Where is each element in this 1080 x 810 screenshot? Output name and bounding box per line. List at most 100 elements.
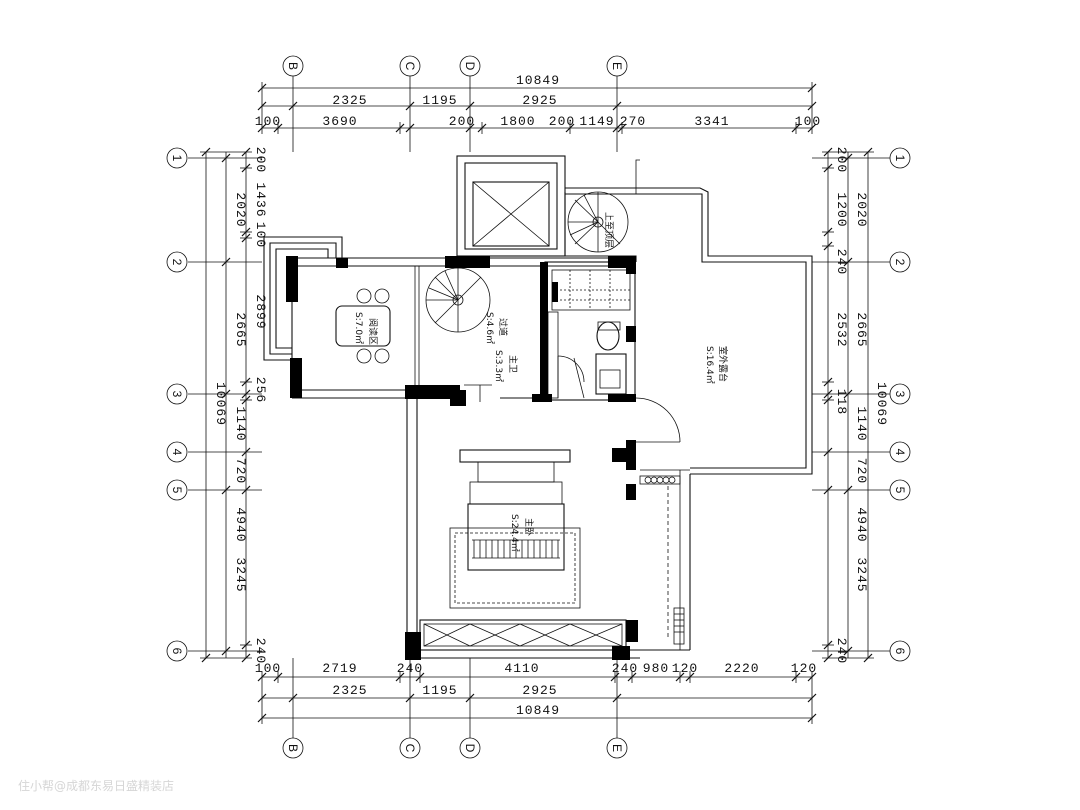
axis-1-right: 1 [893,155,907,162]
row-bubbles-left: 1 2 3 4 5 6 [166,147,188,662]
row-grid-lines [188,157,890,652]
axis-1-left: 1 [170,155,184,162]
axis-e-bottom: E [610,744,624,752]
dim-right-inner-1: 200 [834,147,849,173]
dim-right-outer-2: 2665 [854,312,869,347]
axis-3-right: 3 [893,391,907,398]
reading-table [335,305,391,347]
dim-left-inner-5: 256 [253,377,268,403]
dim-right-outer-1: 2020 [854,192,869,227]
axis-b-top: B [286,62,300,70]
dim-top-inner-9: 100 [795,114,821,129]
toilet [596,321,620,351]
axis-6-right: 6 [893,648,907,655]
axis-5-right: 5 [893,487,907,494]
dim-bottom-inner-4: 4110 [504,661,539,676]
reading-chair [356,288,372,304]
dim-left-outer-2: 2665 [233,312,248,347]
dim-bottom-inner-6: 980 [643,661,669,676]
terrace-door-swing [635,397,681,443]
wall-outlines: 上至顶层 [263,155,813,659]
room-bath-name: 主卫 [507,355,519,373]
left-dimension-chains [200,151,252,659]
column-bubbles-bottom: B C D E [282,737,628,759]
room-labels: 阅读区 S:7.0㎡ 过道 S:4.6㎡ 主卫 S:3.3㎡ 室外露台 S:16… [353,312,729,552]
dim-left-outer-4: 4940 [233,507,248,542]
dim-left-inner-3: 100 [253,222,268,248]
axis-6-left: 6 [170,648,184,655]
bed-headboard [459,449,571,463]
dim-left-outer-3: 10069 [213,382,228,426]
dim-left-outer-5: 3245 [233,557,248,592]
axis-2-left: 2 [170,259,184,266]
room-terrace-area: S:16.4㎡ [704,346,715,384]
dim-bottom-mid-3: 2925 [522,683,557,698]
dim-right-inner-4: 2532 [834,312,849,347]
axis-2-right: 2 [893,259,907,266]
dim-bottom-total: 10849 [516,703,560,718]
left-dimension-ticks [201,147,251,663]
axis-e-top: E [610,62,624,70]
axis-d-bottom: D [463,744,477,753]
dim-right-inner-8: 240 [834,638,849,664]
room-bath-area: S:3.3㎡ [493,350,504,382]
solid-columns [286,256,638,660]
dim-bottom-inner-9: 120 [791,661,817,676]
dim-bottom-inner-5: 240 [612,661,638,676]
dim-top-inner-8: 3341 [694,114,729,129]
dim-top-inner-1: 100 [255,114,281,129]
room-bedroom-area: S:24.4㎡ [509,514,520,552]
axis-d-top: D [463,62,477,71]
dim-right-inner-6: 1140 [854,406,869,441]
top-dimension-chains [261,82,813,134]
dim-left-inner-7: 720 [233,458,248,484]
room-walkway-area: S:4.6㎡ [484,312,495,344]
room-terrace-name: 室外露台 [717,346,729,382]
dim-right-inner-5: 118 [834,389,849,415]
axis-5-left: 5 [170,487,184,494]
dim-left-inner-6: 1140 [233,406,248,441]
room-reading-name: 阅读区 [367,318,379,345]
bottom-dimension-chains [261,671,813,724]
row-bubbles-right: 1 2 3 4 5 6 [889,147,911,662]
dim-right-inner-7: 720 [854,458,869,484]
column-bubbles-top: B C D E [282,55,628,77]
axis-4-right: 4 [893,449,907,456]
stair-note: 上至顶层 [603,212,614,248]
dim-top-inner-5: 200 [549,114,575,129]
dim-left-outer-1: 2020 [233,192,248,227]
dim-bottom-inner-8: 2220 [724,661,759,676]
dim-top-mid-1: 2325 [332,93,367,108]
bed-rug [449,527,581,609]
bed [467,503,565,571]
dim-top-total: 10849 [516,73,560,88]
dim-right-outer-3: 10069 [874,382,889,426]
dim-right-inner-2: 1200 [834,192,849,227]
dim-top-inner-6: 1149 [579,114,614,129]
dim-bottom-inner-7: 120 [672,661,698,676]
dim-right-outer-5: 3245 [854,557,869,592]
room-walkway-name: 过道 [497,318,509,336]
dim-top-inner-7: 270 [620,114,646,129]
dim-bottom-mid-1: 2325 [332,683,367,698]
dim-bottom-inner-2: 2719 [322,661,357,676]
axis-c-top: C [403,62,417,71]
dim-top-inner-2: 3690 [322,114,357,129]
dim-top-mid-2: 1195 [422,93,457,108]
watermark: 住小帮@成都东易日盛精装店 [18,778,174,793]
dim-bottom-mid-2: 1195 [422,683,457,698]
axis-b-bottom: B [286,744,300,752]
axis-c-bottom: C [403,744,417,753]
dim-top-mid-3: 2925 [522,93,557,108]
dim-left-inner-8: 240 [253,638,268,664]
dim-bottom-inner-1: 100 [255,661,281,676]
room-bedroom-name: 主卧 [523,518,535,536]
dim-left-inner-2: 1436 [253,182,268,217]
dim-top-inner-4: 1800 [500,114,535,129]
right-dimension-chains [822,151,874,659]
bottom-dimension-ticks [257,672,817,723]
top-dimension-ticks [257,83,817,133]
dim-left-inner-4: 2899 [253,294,268,329]
dim-top-inner-3: 200 [449,114,475,129]
